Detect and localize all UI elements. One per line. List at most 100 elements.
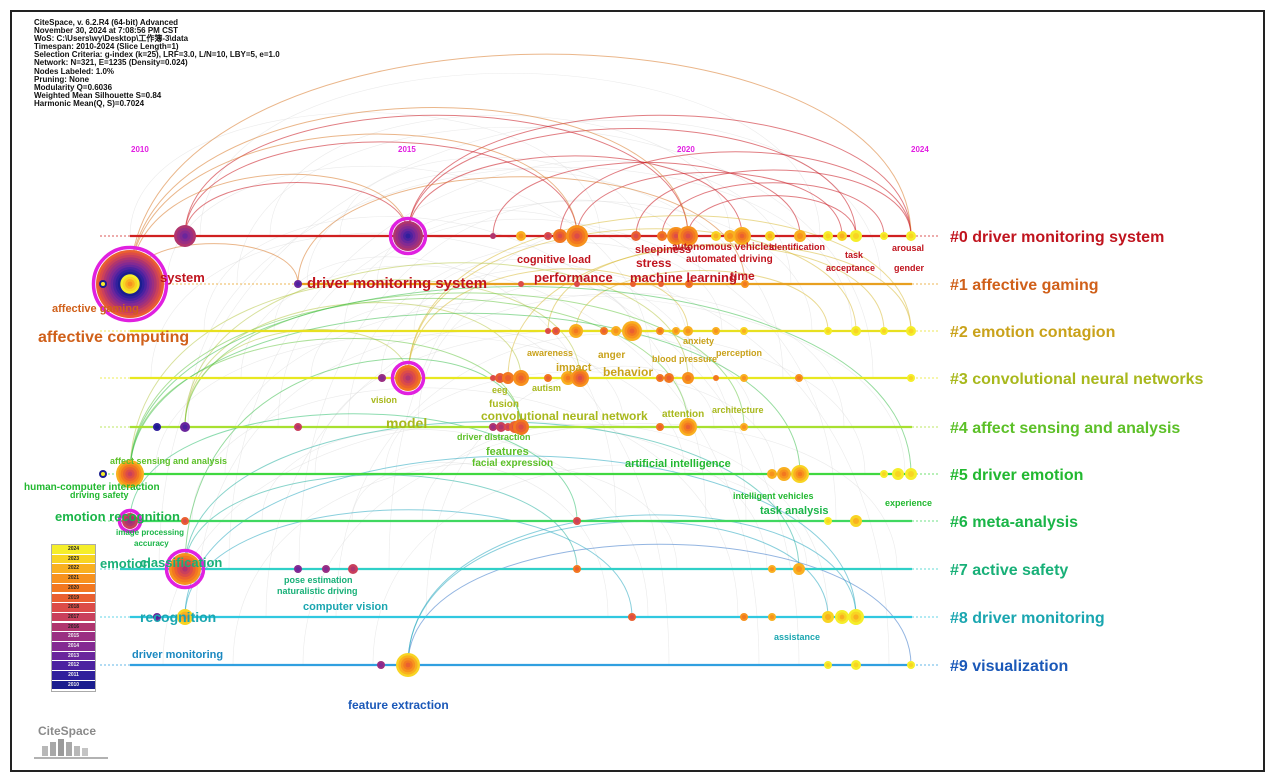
keyword-node[interactable]: [628, 613, 636, 621]
keyword-node[interactable]: [850, 515, 862, 527]
keyword-node[interactable]: [822, 611, 834, 623]
keyword-node[interactable]: [791, 465, 809, 483]
keyword-node[interactable]: [561, 371, 575, 385]
keyword-node[interactable]: [611, 326, 621, 336]
keyword-node[interactable]: [378, 374, 386, 382]
keyword-node[interactable]: [177, 609, 193, 625]
keyword-node[interactable]: [388, 216, 428, 256]
cluster-label[interactable]: #4 affect sensing and analysis: [950, 420, 1180, 437]
keyword-node[interactable]: [880, 470, 888, 478]
cluster-label[interactable]: #0 driver monitoring system: [950, 229, 1164, 246]
keyword-node[interactable]: [880, 232, 888, 240]
keyword-node[interactable]: [907, 661, 915, 669]
keyword-node[interactable]: [545, 328, 551, 334]
keyword-node[interactable]: [905, 468, 917, 480]
keyword-node[interactable]: [490, 375, 496, 381]
keyword-node[interactable]: [907, 374, 915, 382]
keyword-node[interactable]: [765, 231, 775, 241]
keyword-node[interactable]: [656, 327, 664, 335]
keyword-node[interactable]: [516, 231, 526, 241]
keyword-node[interactable]: [740, 374, 748, 382]
keyword-node[interactable]: [824, 517, 832, 525]
keyword-node[interactable]: [678, 226, 698, 246]
keyword-node[interactable]: [571, 369, 589, 387]
keyword-node[interactable]: [600, 327, 608, 335]
keyword-node[interactable]: [683, 326, 693, 336]
keyword-node[interactable]: [294, 280, 302, 288]
keyword-node[interactable]: [712, 327, 720, 335]
keyword-node[interactable]: [851, 660, 861, 670]
keyword-node[interactable]: [713, 375, 719, 381]
keyword-node[interactable]: [489, 423, 497, 431]
keyword-node[interactable]: [835, 610, 849, 624]
keyword-node[interactable]: [740, 327, 748, 335]
keyword-node[interactable]: [793, 563, 805, 575]
cluster-label[interactable]: #7 active safety: [950, 562, 1068, 579]
keyword-node[interactable]: [573, 517, 581, 525]
keyword-node[interactable]: [630, 281, 636, 287]
keyword-node[interactable]: [850, 230, 862, 242]
keyword-node[interactable]: [495, 373, 505, 383]
keyword-node[interactable]: [837, 231, 847, 241]
keyword-node[interactable]: [622, 321, 642, 341]
keyword-node[interactable]: [348, 564, 358, 574]
keyword-node[interactable]: [768, 565, 776, 573]
cluster-label[interactable]: #6 meta-analysis: [950, 514, 1078, 531]
keyword-node[interactable]: [164, 548, 206, 590]
keyword-node[interactable]: [685, 280, 693, 288]
keyword-node[interactable]: [711, 231, 721, 241]
keyword-node[interactable]: [656, 423, 664, 431]
keyword-node[interactable]: [656, 374, 664, 382]
keyword-node[interactable]: [777, 467, 791, 481]
keyword-node[interactable]: [672, 327, 680, 335]
cluster-label[interactable]: #3 convolutional neural networks: [950, 371, 1203, 388]
cluster-label[interactable]: #1 affective gaming: [950, 277, 1099, 294]
keyword-node[interactable]: [518, 281, 524, 287]
cluster-label[interactable]: #8 driver monitoring: [950, 610, 1105, 627]
keyword-node[interactable]: [664, 373, 674, 383]
keyword-node[interactable]: [679, 418, 697, 436]
keyword-node[interactable]: [294, 565, 302, 573]
keyword-node[interactable]: [174, 225, 196, 247]
keyword-node[interactable]: [657, 231, 667, 241]
keyword-node[interactable]: [658, 281, 664, 287]
keyword-node[interactable]: [153, 613, 161, 621]
keyword-node[interactable]: [513, 370, 529, 386]
keyword-node[interactable]: [794, 230, 806, 242]
keyword-node[interactable]: [490, 233, 496, 239]
cluster-label[interactable]: #2 emotion contagion: [950, 324, 1115, 341]
keyword-node[interactable]: [574, 281, 580, 287]
keyword-node[interactable]: [880, 327, 888, 335]
keyword-node[interactable]: [116, 460, 144, 488]
keyword-node[interactable]: [552, 327, 560, 335]
keyword-node[interactable]: [795, 374, 803, 382]
keyword-node[interactable]: [99, 470, 107, 478]
keyword-node[interactable]: [396, 653, 420, 677]
keyword-node[interactable]: [848, 609, 864, 625]
keyword-node[interactable]: [569, 324, 583, 338]
keyword-node[interactable]: [824, 661, 832, 669]
keyword-node[interactable]: [892, 468, 904, 480]
cluster-label[interactable]: #5 driver emotion: [950, 467, 1083, 484]
keyword-node[interactable]: [733, 227, 751, 245]
keyword-node[interactable]: [823, 231, 833, 241]
keyword-node[interactable]: [513, 419, 529, 435]
keyword-node[interactable]: [496, 422, 506, 432]
keyword-node[interactable]: [573, 565, 581, 573]
keyword-node[interactable]: [851, 326, 861, 336]
keyword-node[interactable]: [767, 469, 777, 479]
keyword-node[interactable]: [153, 423, 161, 431]
keyword-node[interactable]: [390, 360, 426, 396]
keyword-node[interactable]: [906, 231, 916, 241]
keyword-node[interactable]: [99, 280, 107, 288]
keyword-node[interactable]: [181, 517, 189, 525]
keyword-node[interactable]: [294, 423, 302, 431]
keyword-node[interactable]: [566, 225, 588, 247]
keyword-node[interactable]: [768, 613, 776, 621]
keyword-node[interactable]: [180, 422, 190, 432]
keyword-node[interactable]: [724, 230, 736, 242]
keyword-node[interactable]: [117, 508, 143, 534]
keyword-node[interactable]: [322, 565, 330, 573]
keyword-node[interactable]: [377, 661, 385, 669]
cluster-label[interactable]: #9 visualization: [950, 658, 1068, 675]
